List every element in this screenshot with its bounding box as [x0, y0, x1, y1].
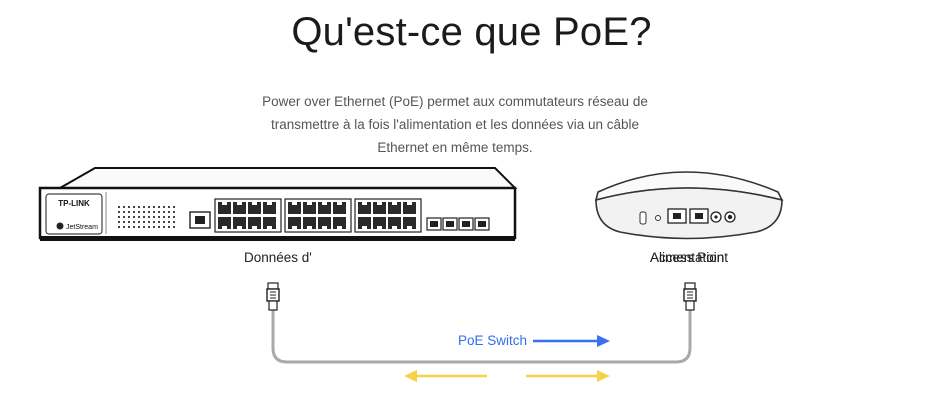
ethernet-port	[233, 202, 246, 214]
ethernet-port	[303, 202, 316, 214]
ethernet-port	[303, 217, 316, 229]
poe-switch: TP-LINK JetStream	[38, 167, 518, 241]
ethernet-port	[333, 217, 346, 229]
ethernet-port	[333, 202, 346, 214]
ethernet-ports	[214, 198, 422, 233]
data-arrow-left	[404, 370, 487, 382]
ethernet-port	[403, 217, 416, 229]
access-point	[594, 171, 784, 240]
ethernet-port	[318, 217, 331, 229]
rj45-connector-left	[266, 282, 280, 311]
ethernet-port	[373, 202, 386, 214]
ethernet-port	[248, 202, 261, 214]
ethernet-port	[218, 202, 231, 214]
ethernet-cable	[271, 310, 692, 364]
ethernet-port	[233, 217, 246, 229]
label-data: Données d'	[244, 250, 312, 265]
status-leds	[118, 206, 175, 228]
ethernet-port	[218, 217, 231, 229]
data-arrow-right	[526, 370, 610, 382]
description: Power over Ethernet (PoE) permet aux com…	[262, 94, 648, 155]
ethernet-port	[388, 217, 401, 229]
label-poe-switch: PoE Switch	[458, 333, 528, 348]
ethernet-port	[263, 202, 276, 214]
label-access-point-text: Access Point	[650, 250, 729, 265]
ethernet-port	[263, 217, 276, 229]
ethernet-port	[373, 217, 386, 229]
ethernet-port	[388, 202, 401, 214]
ethernet-port	[358, 217, 371, 229]
page-title: Qu'est-ce que PoE?	[291, 10, 652, 54]
rj45-connector-right	[683, 282, 697, 311]
label-access-point: Alimentation Access Point	[650, 250, 740, 268]
label-alimentation: Alimentation	[650, 250, 725, 265]
ethernet-port	[288, 202, 301, 214]
ethernet-port	[318, 202, 331, 214]
ethernet-port	[358, 202, 371, 214]
ethernet-port	[403, 202, 416, 214]
sfp-ports	[426, 217, 490, 231]
switch-brand: TP-LINK	[58, 199, 90, 208]
ethernet-port	[288, 217, 301, 229]
ethernet-port	[248, 217, 261, 229]
power-arrow	[533, 335, 610, 347]
switch-series: JetStream	[66, 224, 98, 231]
